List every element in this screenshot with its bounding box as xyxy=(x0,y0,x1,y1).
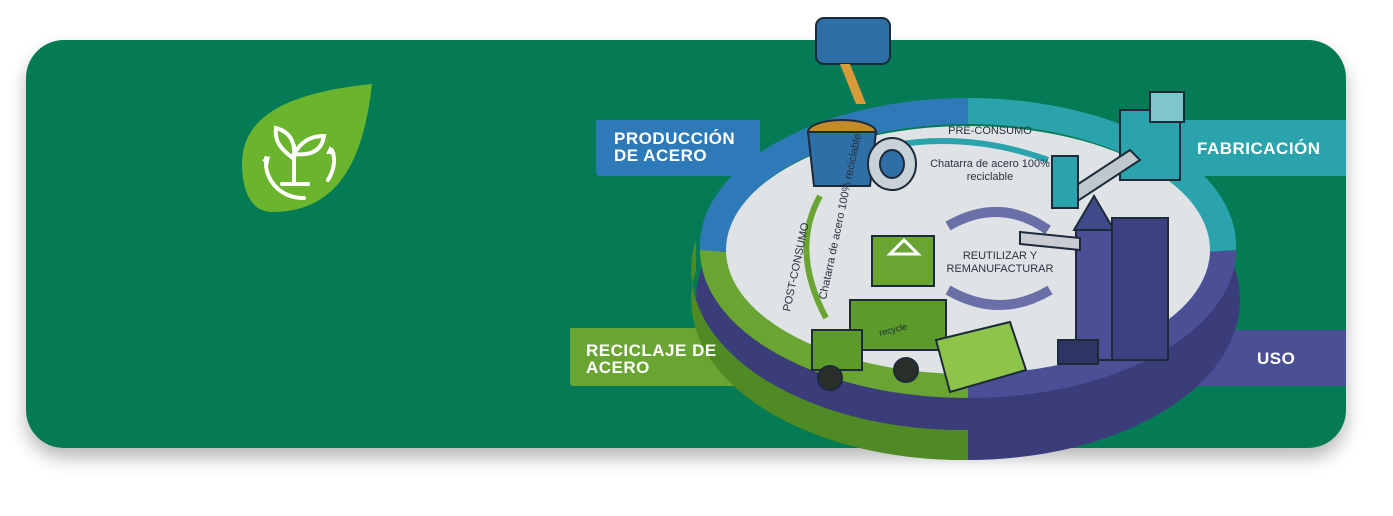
factory-conveyor-icon xyxy=(1051,91,1185,209)
recycling-truck-icon xyxy=(811,235,1028,394)
post-consumo-arc xyxy=(803,194,829,320)
label-recycling: RECICLAJE DE ACERO xyxy=(586,341,717,377)
recycling-leaf-icon xyxy=(242,84,372,212)
label-production: PRODUCCIÓN DE ACERO xyxy=(614,129,736,165)
reuse-arc-top xyxy=(945,206,1051,235)
use-band xyxy=(968,250,1236,398)
recycling-ribbon xyxy=(570,328,740,386)
steel-ladle-icon xyxy=(806,17,917,191)
recycling-band-side xyxy=(691,240,968,461)
reuse-text: REUTILIZAR Y REMANUFACTURAR xyxy=(946,250,1054,275)
scrap-pre-text: Chatarra de acero 100% reciclable xyxy=(930,158,1050,183)
fabrication-band xyxy=(968,97,1237,252)
label-fabrication: FABRICACIÓN xyxy=(1197,139,1321,158)
label-use: USO xyxy=(1257,349,1296,368)
skyscraper-icon xyxy=(1019,194,1169,365)
production-ribbon xyxy=(596,120,760,176)
fabrication-ribbon xyxy=(1140,120,1346,176)
reuse-arc-bottom xyxy=(945,285,1053,310)
pre-consumo-text: PRE-CONSUMO xyxy=(948,125,1032,137)
